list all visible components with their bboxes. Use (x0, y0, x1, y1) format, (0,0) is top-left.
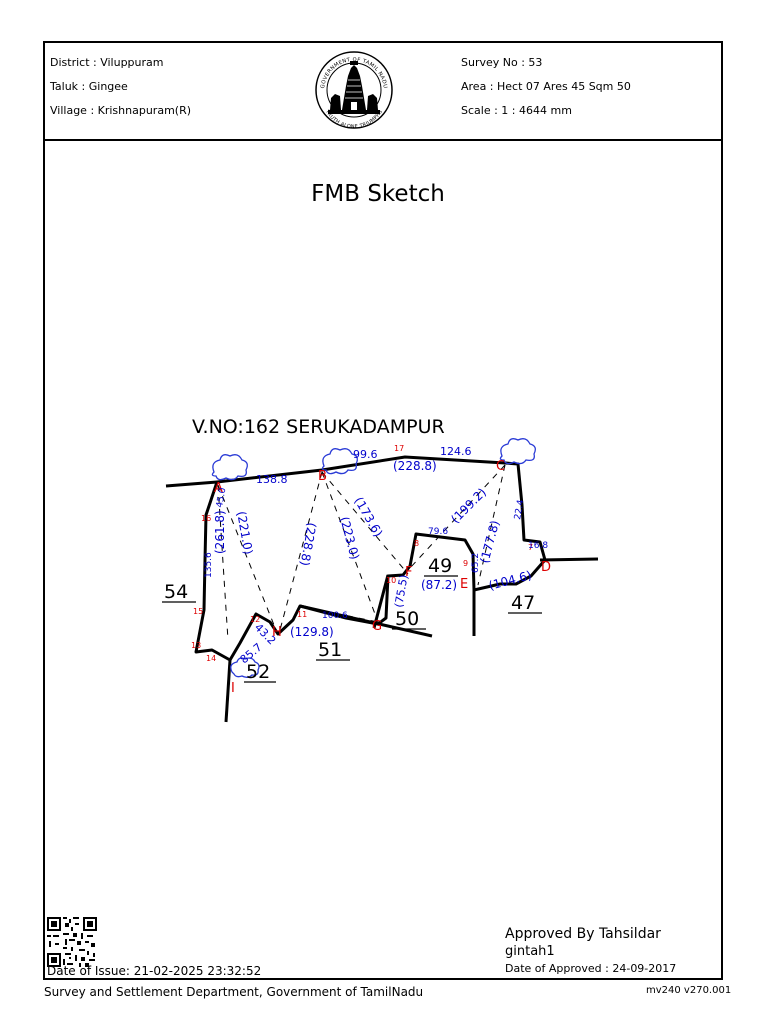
survey-number: Survey No : 53 (461, 56, 543, 69)
scale-value: Scale : 1 : 4644 mm (461, 104, 572, 117)
measure-a-16: 45.0 (215, 487, 228, 509)
village-boundary-label: V.NO:162 SERUKADAMPUR (192, 416, 445, 438)
point-14: 14 (206, 654, 216, 663)
tree-icon (499, 438, 536, 465)
station-h: H (272, 625, 282, 640)
measure-f-e: (87.2) (421, 578, 457, 592)
point-16: 16 (201, 514, 211, 523)
area-value: Area : Hect 07 Ares 45 Sqm 50 (461, 80, 631, 93)
station-g: G (372, 619, 382, 634)
measure-8-9: 79.6 (428, 527, 448, 537)
point-12: 12 (250, 615, 260, 624)
parcel-boundary (194, 455, 547, 662)
measure-c-f: (199.2) (448, 485, 489, 526)
measure-11-g: 100.6 (322, 611, 348, 621)
offset-lines (217, 464, 506, 641)
taluk-label: Taluk : Gingee (50, 80, 128, 93)
measure-9-e: 65.2 (471, 553, 481, 573)
department-footer: Survey and Settlement Department, Govern… (44, 985, 424, 999)
date-of-issue: Date of Issue: 21-02-2025 23:32:52 (47, 964, 262, 978)
survey-number-47: 47 (511, 592, 535, 614)
measure-b-h: (228.8) (297, 521, 318, 566)
point-10: 10 (386, 576, 396, 585)
tree-icon (230, 657, 260, 678)
point-15: 15 (193, 607, 203, 616)
point-8: 8 (414, 539, 419, 548)
measure-ab: 138.8 (256, 473, 288, 486)
approved-by: Approved By Tahsildar (505, 926, 661, 942)
measure-7-d: 16.8 (528, 541, 548, 551)
measure-17c: 124.6 (440, 445, 472, 458)
survey-number-52: 52 (246, 661, 270, 683)
adjoining-boundaries (165, 480, 599, 723)
date-of-approved: Date of Approved : 24-09-2017 (505, 962, 677, 975)
measure-c-e: (177.8) (477, 519, 502, 565)
measure-c-7: 22.4 (513, 499, 526, 521)
station-a: A (214, 481, 223, 496)
header-separator (43, 139, 723, 141)
point-13: 13 (191, 641, 201, 650)
tree-icon (321, 448, 358, 475)
survey-number-50: 50 (395, 608, 419, 630)
measure-16-15: 135.6 (204, 552, 214, 578)
point-11: 11 (297, 610, 307, 619)
district-label: District : Viluppuram (50, 56, 164, 69)
station-f: F (405, 565, 412, 580)
measure-b17: 99.6 (353, 448, 378, 461)
station-b: B (318, 469, 327, 484)
point-17: 17 (394, 444, 404, 453)
measure-b-g: (223.0) (337, 515, 362, 561)
tree-icons (211, 438, 536, 678)
tamil-nadu-emblem-icon: GOVERNMENT OF TAMIL NADU TRUTH ALONE TRI… (315, 51, 393, 130)
survey-underlines (162, 575, 542, 683)
sketch-title: FMB Sketch (311, 181, 445, 207)
station-c: C (496, 459, 505, 474)
station-d: D (541, 560, 551, 575)
document-frame (43, 41, 723, 980)
qr-code-icon (47, 917, 97, 967)
survey-number-54: 54 (164, 581, 188, 603)
measure-a-i: (261.8) (213, 510, 227, 554)
survey-number-49: 49 (428, 555, 452, 577)
village-label: Village : Krishnapuram(R) (50, 104, 192, 117)
station-e: E (460, 577, 468, 592)
measure-bc-chord: (228.8) (393, 459, 437, 473)
measure-g-f: (75.5) (392, 574, 411, 609)
survey-number-51: 51 (318, 639, 342, 661)
point-9: 9 (463, 559, 468, 568)
station-i: I (231, 681, 235, 696)
approver-name: gintah1 (505, 944, 555, 959)
measure-b-f: (173.6) (351, 495, 385, 540)
point-7: 7 (528, 543, 533, 552)
measure-e-d: (104.6) (487, 568, 533, 593)
measure-h-g: (129.8) (290, 625, 334, 639)
version-label: mv240 v270.001 (646, 985, 732, 996)
tree-icon (211, 454, 248, 481)
